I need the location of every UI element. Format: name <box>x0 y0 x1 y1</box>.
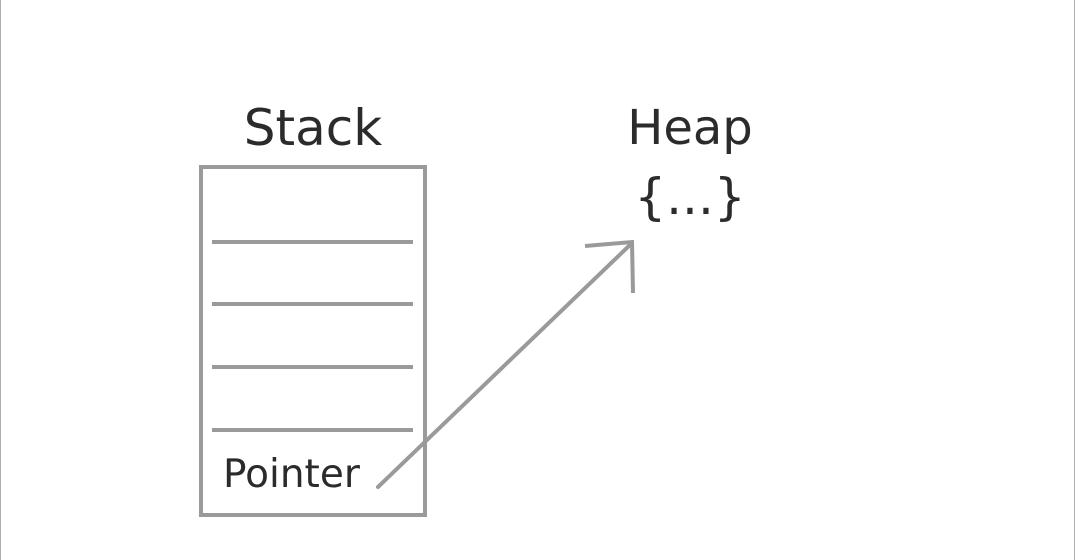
heap-title: Heap <box>627 100 753 156</box>
stack-pointer-label: Pointer <box>223 452 360 497</box>
stack-box <box>199 165 427 517</box>
pointer-arrow-head <box>584 239 635 294</box>
heap-object-content: {...} <box>634 168 746 226</box>
stack-title: Stack <box>243 99 383 157</box>
pointer-arrow-shaft <box>376 241 634 489</box>
